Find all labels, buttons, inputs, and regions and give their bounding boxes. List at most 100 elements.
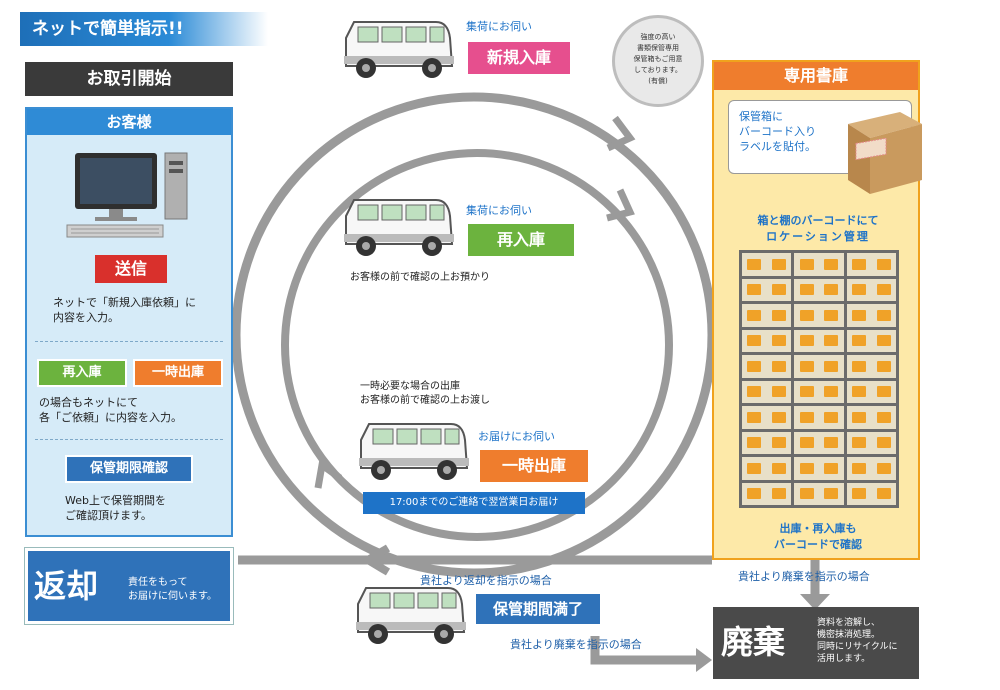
- shelf-cell: [742, 278, 792, 301]
- also-instruction-line1: の場合もネットにて: [39, 396, 138, 409]
- van-icon-new-entry: [343, 21, 455, 79]
- shelf-cell: [846, 329, 896, 352]
- return-title: 返却: [34, 567, 99, 605]
- shelf-cell: [846, 278, 896, 301]
- stamp-line3: 保管箱もご用意: [633, 55, 683, 63]
- cardboard-box-icon: [848, 112, 922, 194]
- computer-icon: [66, 152, 188, 238]
- dispose-desc-line2: 機密抹消処理。: [817, 630, 881, 640]
- inner-flow-circle: [281, 149, 673, 541]
- shelf-cell: [794, 482, 844, 505]
- customer-panel: お客様 送信 ネットで「新規入庫依頼」に 内容を入力。 再入庫 一時出庫 の場合…: [25, 107, 233, 537]
- return-desc-line1: 責任をもって: [128, 577, 188, 588]
- shelf-cell: [794, 278, 844, 301]
- customer-panel-title: お客様: [27, 109, 231, 135]
- new-pickup-label: 集荷にお伺い: [466, 20, 532, 33]
- reentry-button[interactable]: 再入庫: [37, 359, 127, 387]
- box-offer-stamp: 強度の高い 書類保管専用 保管箱もご用意 しております。 (有償): [612, 15, 704, 107]
- van-icon-return: [355, 587, 467, 645]
- location-text-line2: ロケーション管理: [766, 230, 870, 243]
- shelf-cell: [846, 406, 896, 429]
- vault-title: 専用書庫: [714, 62, 918, 90]
- shelf-cell: [846, 304, 896, 327]
- van-icon-temp-out: [358, 423, 470, 481]
- reentry-badge: 再入庫: [466, 222, 576, 258]
- barcode-check-line1: 出庫・再入庫も: [779, 522, 857, 535]
- shelf-cell: [742, 457, 792, 480]
- shelf-cell: [846, 457, 896, 480]
- dispose-instruction-upper: 貴社より廃棄を指示の場合: [738, 570, 870, 583]
- left-circle-arrowhead: [314, 458, 343, 489]
- shelf-cell: [742, 304, 792, 327]
- dispose-title: 廃棄: [721, 623, 786, 661]
- banner-title: ネットで簡単指示!!: [20, 12, 268, 46]
- vault-label-line1: 保管箱に: [739, 110, 783, 123]
- dispose-desc-line4: 活用します。: [817, 654, 871, 664]
- shelf-cell: [794, 304, 844, 327]
- expired-arrowhead: [696, 648, 712, 672]
- barcode-check-line2: バーコードで確認: [774, 538, 862, 551]
- return-arrowhead: [360, 544, 391, 576]
- stamp-line5: (有償): [648, 77, 668, 85]
- expired-badge: 保管期間満了: [474, 592, 602, 626]
- vault-down-arrowhead: [800, 594, 830, 610]
- outer-circle-arrowhead: [606, 115, 636, 152]
- return-desc-line2: お届けに伺います。: [128, 591, 217, 602]
- new-entry-badge: 新規入庫: [466, 40, 572, 76]
- send-instruction-line2: 内容を入力。: [53, 311, 119, 324]
- dispose-instruction-lower: 貴社より廃棄を指示の場合: [510, 638, 642, 651]
- shelf-cell: [742, 431, 792, 454]
- next-day-delivery-bar: 17:00までのご連絡で翌営業日お届け: [363, 492, 585, 514]
- vault-label-line3: ラベルを貼付。: [739, 140, 816, 153]
- dispose-desc-line3: 同時にリサイクルに: [817, 642, 898, 652]
- stamp-line1: 強度の高い: [640, 33, 676, 41]
- reentry-note: お客様の前で確認の上お預かり: [350, 272, 490, 283]
- divider-2: [35, 439, 223, 440]
- van-icon-reentry: [343, 199, 455, 257]
- re-pickup-label: 集荷にお伺い: [466, 204, 532, 217]
- start-label: お取引開始: [25, 62, 233, 96]
- shelf-cell: [846, 355, 896, 378]
- shelf-cell: [846, 380, 896, 403]
- return-box: 返却 責任をもって お届けに伺います。: [25, 548, 233, 624]
- shelf-cell: [742, 406, 792, 429]
- shelf-cell: [742, 355, 792, 378]
- shelf-cell: [846, 253, 896, 276]
- temp-out-badge: 一時出庫: [478, 448, 590, 484]
- stamp-line4: しております。: [634, 66, 682, 74]
- temp-deliver-label: お届けにお伺い: [478, 430, 555, 443]
- shelf-cell: [794, 431, 844, 454]
- expired-line: [590, 636, 700, 665]
- send-button[interactable]: 送信: [95, 255, 167, 283]
- dispose-box: 廃棄 資料を溶解し、 機密抹消処理。 同時にリサイクルに 活用します。: [713, 607, 919, 679]
- shelf-cell: [794, 355, 844, 378]
- shelf-cell: [846, 482, 896, 505]
- shelf-cell: [794, 329, 844, 352]
- shelf-cell: [742, 380, 792, 403]
- temp-out-button[interactable]: 一時出庫: [133, 359, 223, 387]
- shelf-cell: [742, 253, 792, 276]
- period-check-button[interactable]: 保管期限確認: [65, 455, 193, 483]
- also-instruction-line2: 各「ご依頼」に内容を入力。: [39, 411, 182, 424]
- vault-panel: 専用書庫 保管箱に バーコード入り ラベルを貼付。 箱と棚のバーコードにて ロケ…: [712, 60, 922, 560]
- send-instruction-line1: ネットで「新規入庫依頼」に: [53, 296, 196, 309]
- period-instruction-line1: Web上で保管期間を: [65, 494, 166, 507]
- shelf-cell: [794, 380, 844, 403]
- inner-circle-arrowhead: [606, 188, 635, 222]
- period-instruction-line2: ご確認頂けます。: [65, 509, 152, 522]
- temp-note-line2: お客様の前で確認の上お渡し: [360, 395, 490, 406]
- shelf-cell: [742, 482, 792, 505]
- divider-1: [35, 341, 223, 342]
- shelf-cell: [794, 457, 844, 480]
- shelf-cell: [742, 329, 792, 352]
- stamp-line2: 書類保管専用: [637, 44, 679, 52]
- shelf-cell: [794, 406, 844, 429]
- temp-note-line1: 一時必要な場合の出庫: [360, 381, 460, 392]
- shelf-cell: [846, 431, 896, 454]
- return-instruction: 貴社より返却を指示の場合: [420, 574, 552, 587]
- dispose-desc-line1: 資料を溶解し、: [817, 618, 881, 628]
- storage-shelf: [739, 250, 899, 508]
- location-text-line1: 箱と棚のバーコードにて: [757, 214, 879, 227]
- shelf-cell: [794, 253, 844, 276]
